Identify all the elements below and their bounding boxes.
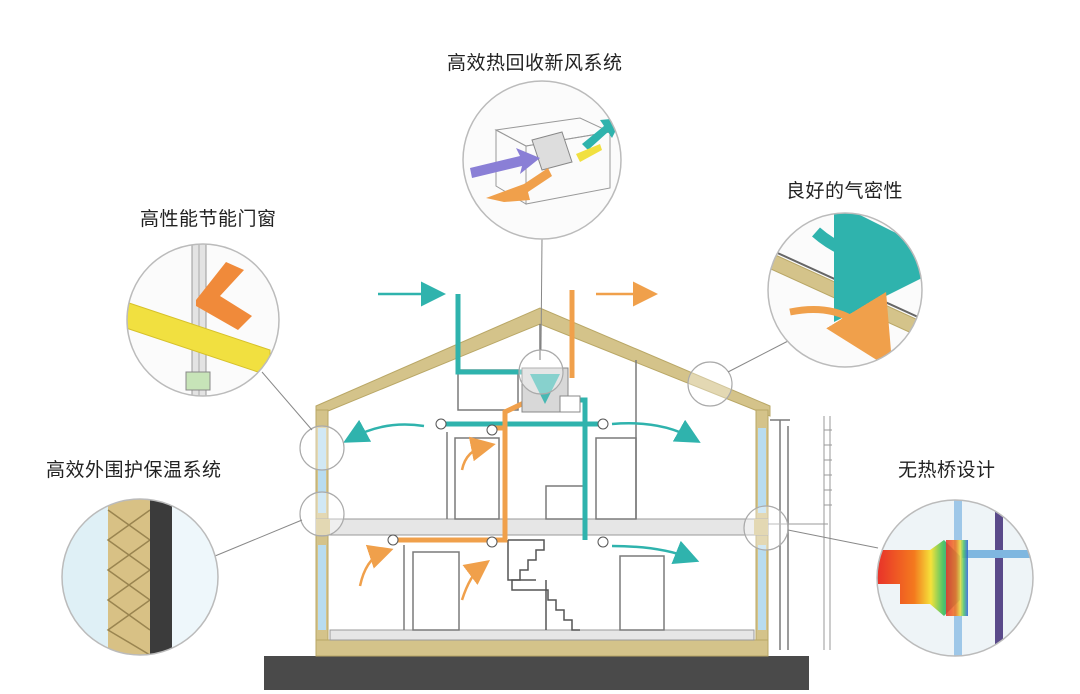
balcony: [768, 416, 832, 650]
label-ventilation: 高效热回收新风系统: [447, 52, 623, 74]
label-windows: 高性能节能门窗: [140, 208, 277, 230]
callout-rings: [299, 349, 789, 551]
detail-windows: [126, 243, 280, 397]
detail-ventilation: [462, 80, 622, 240]
staircase: [507, 539, 580, 631]
label-thermal-bridge: 无热桥设计: [898, 459, 996, 481]
airflow-arrows-fresh: [343, 281, 701, 565]
detail-insulation: [61, 498, 219, 656]
label-airtightness: 良好的气密性: [786, 180, 904, 202]
label-insulation: 高效外围护保温系统: [46, 459, 222, 481]
airflow-arrows-exhaust: [358, 281, 658, 601]
ground: [264, 656, 809, 690]
detail-thermal-bridge: [876, 499, 1034, 657]
leader-lines: [214, 238, 879, 557]
detail-airtightness: [767, 212, 923, 368]
air-diffusers: [387, 418, 609, 548]
